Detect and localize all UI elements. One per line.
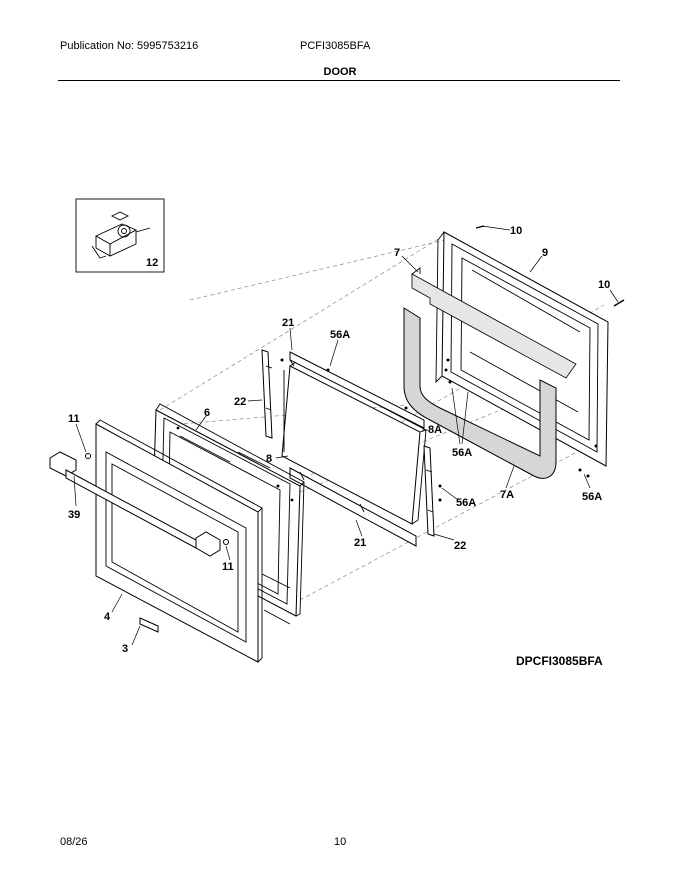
badge (139, 617, 159, 633)
callout-56a-mid: 56A (452, 447, 472, 459)
callout-56a-lower: 56A (456, 497, 476, 509)
callout-22-left: 22 (234, 396, 246, 408)
callout-8a: 8A (428, 424, 442, 436)
callout-10-right: 10 (598, 279, 610, 291)
hinge-inset: 12 (75, 198, 165, 273)
callout-7a: 7A (500, 489, 514, 501)
callout-11-bottom: 11 (222, 561, 234, 573)
callout-4: 4 (104, 611, 111, 623)
leader-lines (73, 225, 619, 646)
callout-21-top: 21 (282, 317, 294, 329)
footer-date: 08/26 (60, 836, 88, 848)
callouts: 10 9 7 10 21 56A 22 11 6 8A 56A 8 7A 56A… (68, 225, 610, 655)
callout-21-bottom: 21 (354, 537, 366, 549)
outer-door-panel (95, 419, 263, 663)
header-rule (58, 80, 620, 81)
door-handle (49, 451, 221, 557)
callout-56a-right: 56A (582, 491, 602, 503)
fasteners (85, 225, 625, 545)
section-title: DOOR (323, 66, 357, 78)
model-number: PCFI3085BFA (300, 40, 371, 52)
callout-11-left: 11 (68, 413, 80, 425)
callout-22-right: 22 (454, 540, 466, 552)
callout-3: 3 (122, 643, 128, 655)
side-strip-left (261, 349, 273, 439)
lower-gasket (403, 307, 557, 479)
diagram-code: DPCFI3085BFA (516, 654, 603, 668)
callout-12: 12 (146, 257, 158, 269)
callout-56a-top: 56A (330, 329, 350, 341)
callout-39: 39 (68, 509, 80, 521)
top-gasket (411, 267, 577, 379)
callout-6: 6 (204, 407, 210, 419)
page-number: 10 (334, 836, 347, 848)
publication-number: Publication No: 5995753216 (60, 40, 199, 52)
callout-8: 8 (266, 453, 272, 465)
callout-9: 9 (542, 247, 548, 259)
callout-10-top: 10 (510, 225, 522, 237)
callout-7: 7 (394, 247, 400, 259)
side-strip-right (423, 445, 435, 537)
channel-top (289, 351, 425, 429)
